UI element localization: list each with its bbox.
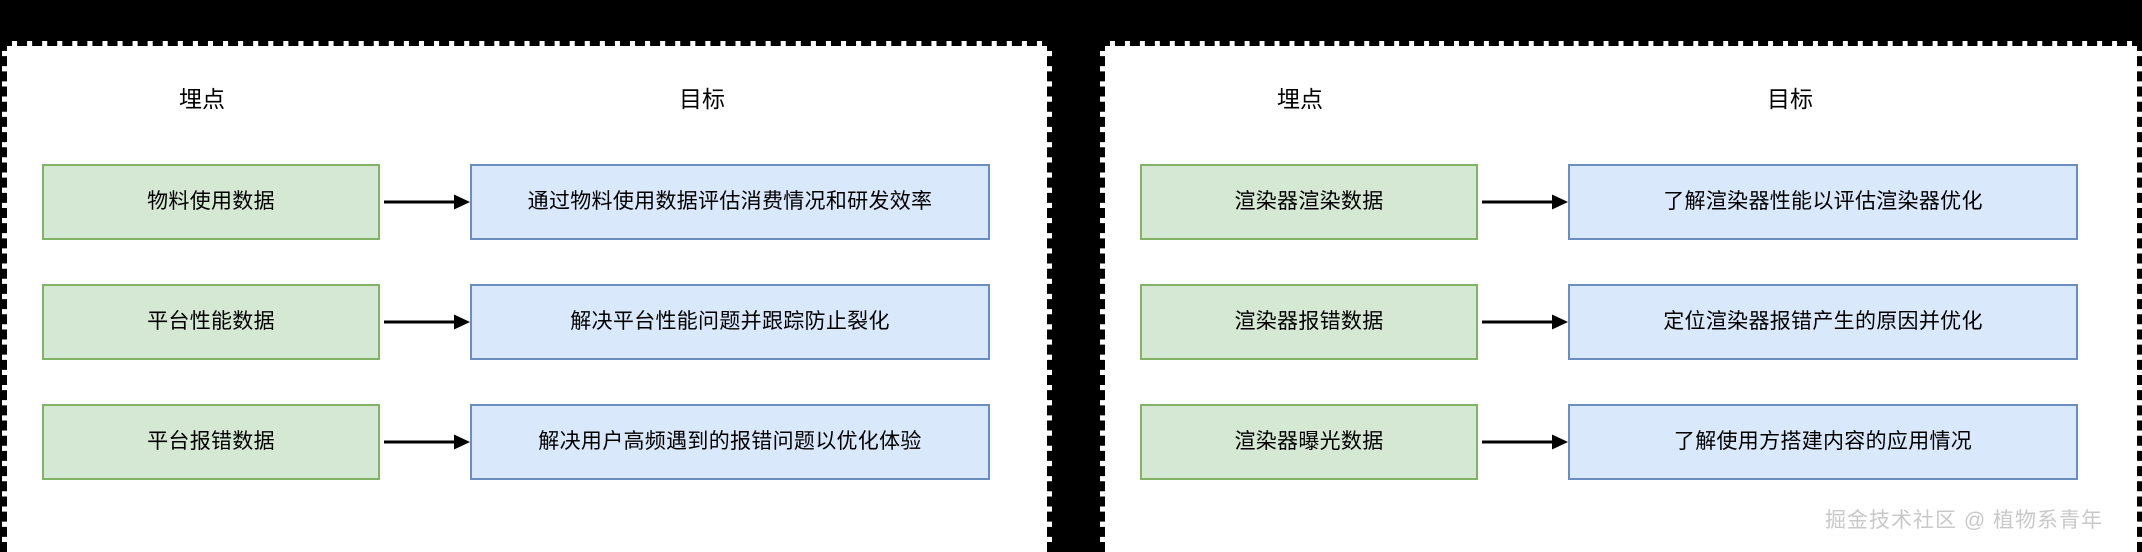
flow-row: 平台报错数据 解决用户高频遇到的报错问题以优化体验	[7, 404, 1047, 480]
arrow-connector	[1482, 164, 1568, 240]
watermark-text: 掘金技术社区 @ 植物系青年	[1825, 509, 2103, 532]
arrow-connector	[1482, 404, 1568, 480]
flow-row: 渲染器报错数据 定位渲染器报错产生的原因并优化	[1105, 284, 2137, 360]
target-node[interactable]: 解决平台性能问题并跟踪防止裂化	[470, 284, 990, 360]
column-header-target: 目标	[679, 86, 725, 112]
flow-row: 渲染器渲染数据 了解渲染器性能以评估渲染器优化	[1105, 164, 2137, 240]
column-header-source: 埋点	[1277, 86, 1323, 112]
panel-renderer: 埋点 目标 渲染器渲染数据 了解渲染器性能以评估渲染器优化 渲染器报错数据	[1100, 41, 2142, 552]
column-header-target: 目标	[1767, 86, 1813, 112]
arrow-connector	[384, 284, 470, 360]
flow-row: 渲染器曝光数据 了解使用方搭建内容的应用情况	[1105, 404, 2137, 480]
source-node[interactable]: 平台报错数据	[42, 404, 380, 480]
panel-renderer-inner: 埋点 目标 渲染器渲染数据 了解渲染器性能以评估渲染器优化 渲染器报错数据	[1105, 46, 2137, 552]
target-node[interactable]: 解决用户高频遇到的报错问题以优化体验	[470, 404, 990, 480]
source-node[interactable]: 平台性能数据	[42, 284, 380, 360]
target-node[interactable]: 定位渲染器报错产生的原因并优化	[1568, 284, 2078, 360]
target-node[interactable]: 了解渲染器性能以评估渲染器优化	[1568, 164, 2078, 240]
column-header-source: 埋点	[179, 86, 225, 112]
flow-row: 平台性能数据 解决平台性能问题并跟踪防止裂化	[7, 284, 1047, 360]
source-node[interactable]: 渲染器渲染数据	[1140, 164, 1478, 240]
panel-platform-inner: 埋点 目标 物料使用数据 通过物料使用数据评估消费情况和研发效率 平台性能数据	[7, 46, 1047, 552]
target-node[interactable]: 了解使用方搭建内容的应用情况	[1568, 404, 2078, 480]
arrow-connector	[1482, 284, 1568, 360]
target-node[interactable]: 通过物料使用数据评估消费情况和研发效率	[470, 164, 990, 240]
source-node[interactable]: 渲染器曝光数据	[1140, 404, 1478, 480]
source-node[interactable]: 物料使用数据	[42, 164, 380, 240]
source-node[interactable]: 渲染器报错数据	[1140, 284, 1478, 360]
arrow-connector	[384, 404, 470, 480]
panel-platform: 埋点 目标 物料使用数据 通过物料使用数据评估消费情况和研发效率 平台性能数据	[2, 41, 1052, 552]
arrow-connector	[384, 164, 470, 240]
flow-row: 物料使用数据 通过物料使用数据评估消费情况和研发效率	[7, 164, 1047, 240]
